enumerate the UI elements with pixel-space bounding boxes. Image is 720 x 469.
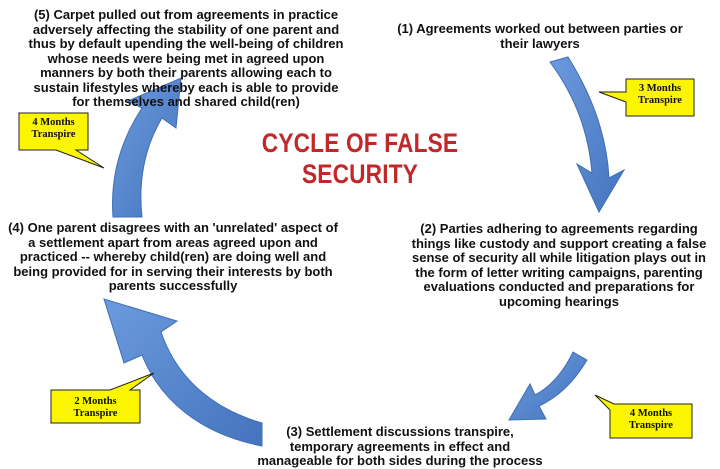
callout-4-months-right: 4 Months Transpire: [592, 392, 696, 442]
callout-label: Transpire: [31, 129, 76, 140]
arrow-3-to-4: [103, 298, 263, 447]
step-1-text: (1) Agreements worked out between partie…: [397, 21, 683, 51]
callout-duration: 4 Months: [32, 117, 75, 128]
callout-3-months: 3 Months Transpire: [596, 76, 696, 122]
callout-label: Transpire: [638, 95, 682, 106]
arrow-4-to-5: [112, 77, 182, 218]
arrow-2-to-3: [508, 351, 588, 421]
callout-duration: 4 Months: [629, 408, 673, 419]
callout-duration: 3 Months: [638, 83, 682, 94]
callout-duration: 2 Months: [74, 396, 117, 407]
callout-label: Transpire: [73, 408, 118, 419]
arrow-1-to-2: [549, 56, 626, 214]
callout-2-months: 2 Months Transpire: [48, 370, 158, 426]
step-5-text: (5) Carpet pulled out from agreements in…: [28, 7, 344, 109]
callout-label: Transpire: [629, 420, 673, 431]
step-2-text: (2) Parties adhering to agreements regar…: [411, 221, 707, 309]
callout-4-months-left: 4 Months Transpire: [16, 110, 116, 172]
step-3-text: (3) Settlement discussions transpire, te…: [257, 424, 543, 468]
diagram-title: CYCLE OF FALSE SECURITY: [261, 128, 459, 189]
step-4-text: (4) One parent disagrees with an 'unrela…: [8, 220, 338, 293]
